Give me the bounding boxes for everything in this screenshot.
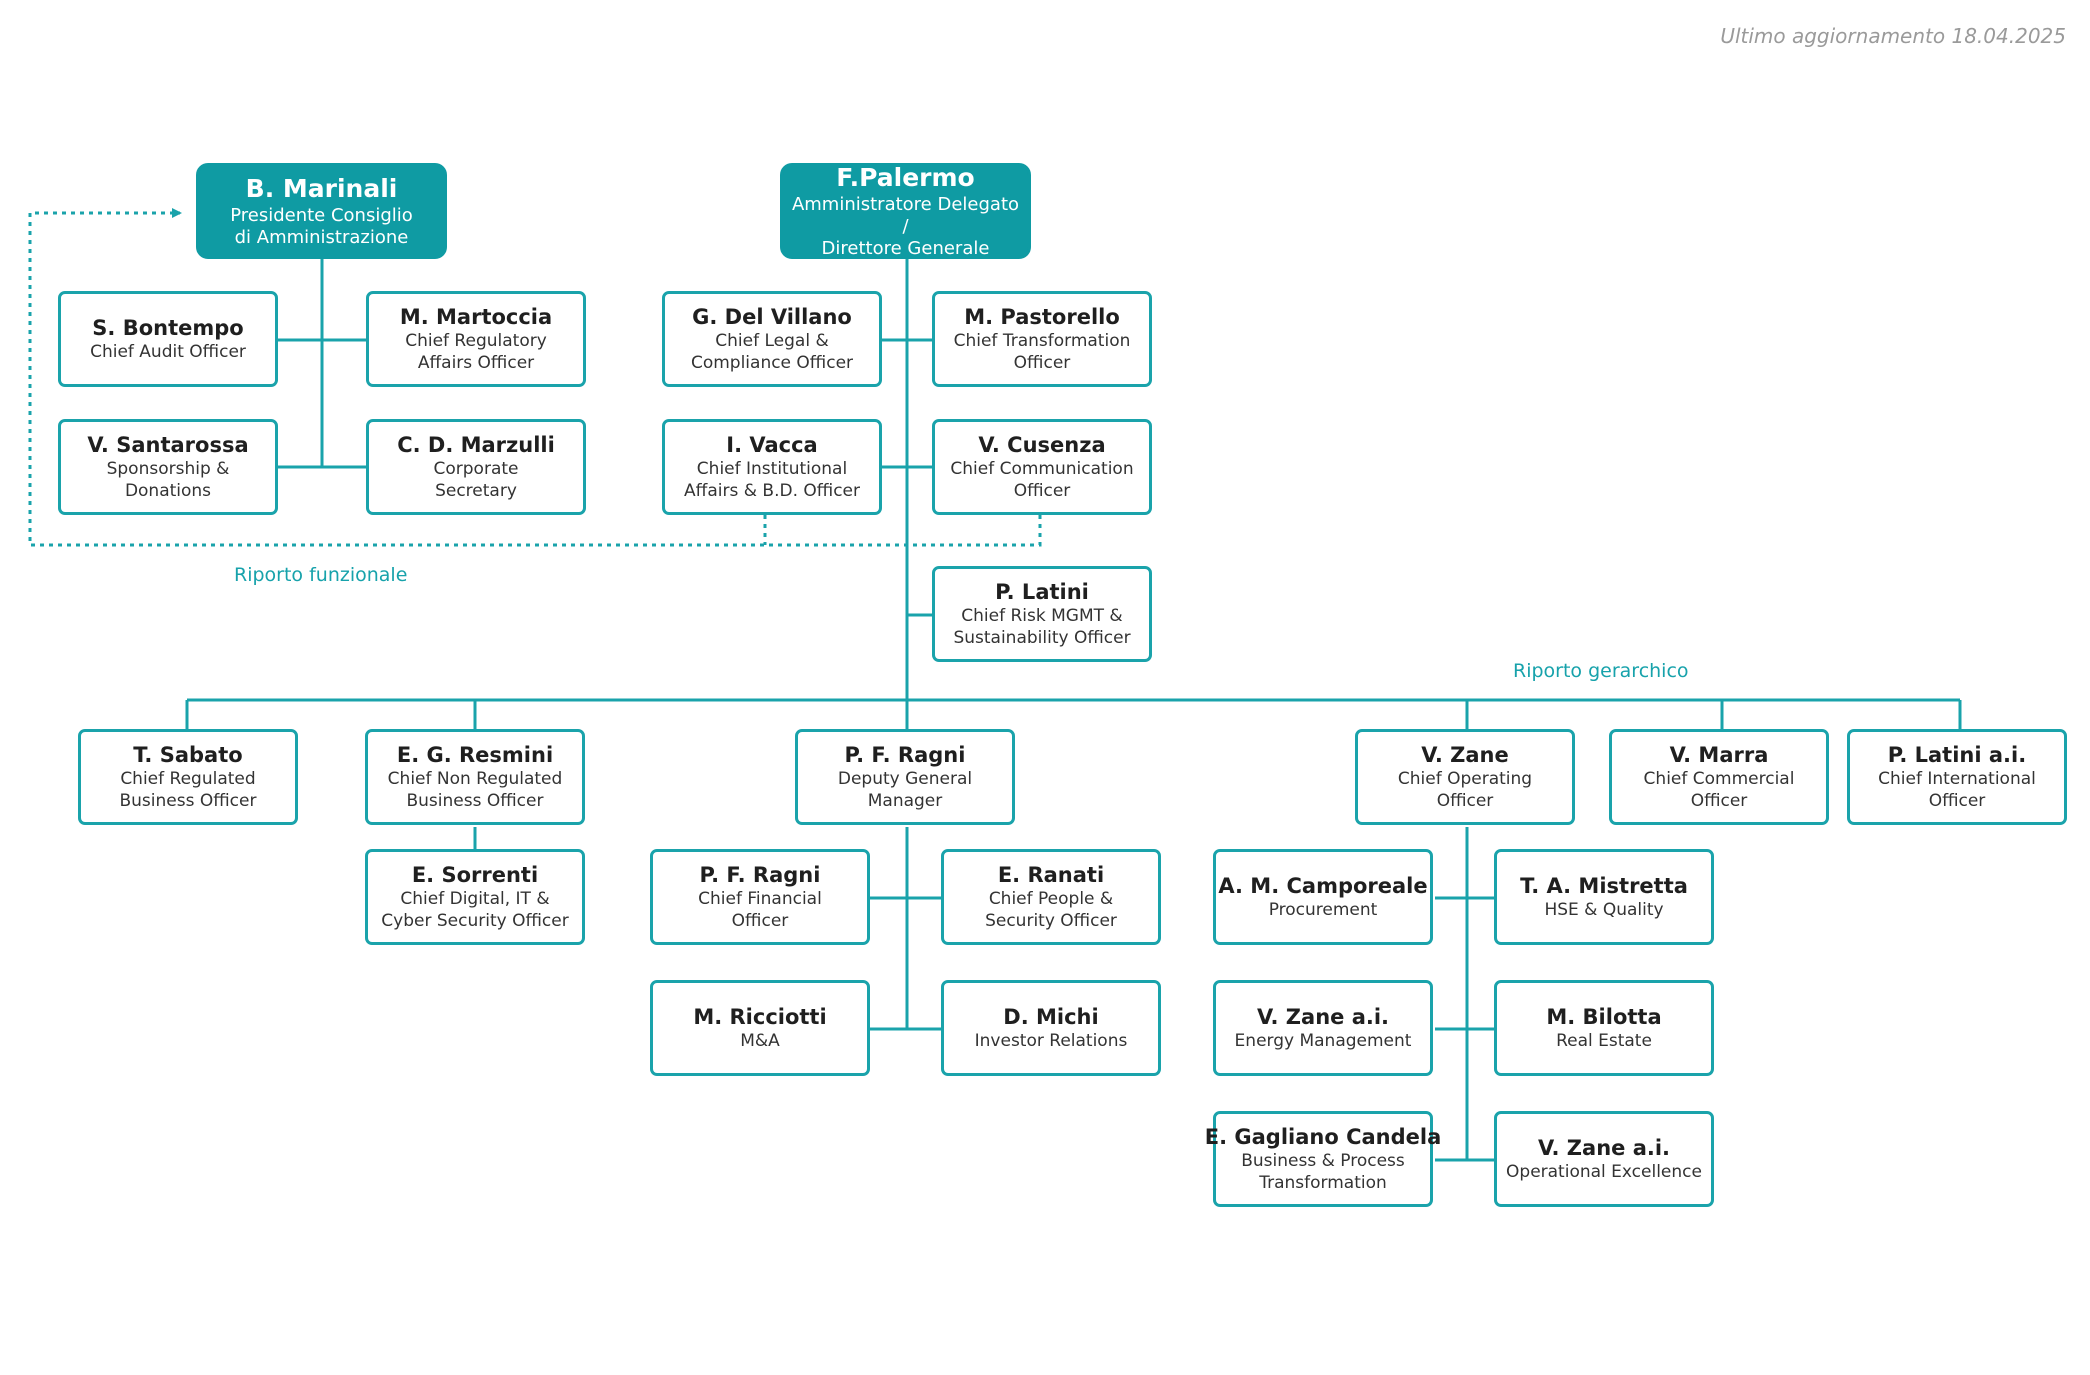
- name: D. Michi: [1003, 1005, 1099, 1029]
- role: Chief Commercial Officer: [1643, 769, 1795, 811]
- name: M. Bilotta: [1546, 1005, 1662, 1029]
- role: Chief Digital, IT & Cyber Security Offic…: [381, 889, 569, 931]
- name: V. Marra: [1669, 743, 1769, 767]
- name: V. Cusenza: [978, 433, 1106, 457]
- name: M. Ricciotti: [693, 1005, 827, 1029]
- role: Chief Legal & Compliance Officer: [690, 331, 854, 373]
- name: I. Vacca: [726, 433, 818, 457]
- name: P. F. Ragni: [699, 863, 821, 887]
- role: Chief Regulated Business Officer: [119, 769, 257, 811]
- role: Chief Communication Officer: [950, 459, 1134, 501]
- box-marra[interactable]: V. Marra Chief Commercial Officer: [1609, 729, 1829, 825]
- role: Chief Operating Officer: [1397, 769, 1533, 811]
- name: V. Zane: [1421, 743, 1509, 767]
- role: HSE & Quality: [1544, 900, 1664, 920]
- role: Energy Management: [1234, 1031, 1412, 1051]
- name: M. Martoccia: [399, 305, 553, 329]
- role: Deputy General Manager: [837, 769, 973, 811]
- box-marzulli[interactable]: C. D. Marzulli Corporate Secretary: [366, 419, 586, 515]
- role: Presidente Consiglio di Amministrazione: [230, 205, 413, 248]
- role: Chief Risk MGMT & Sustainability Officer: [953, 606, 1131, 648]
- box-ragni[interactable]: P. F. Ragni Deputy General Manager: [795, 729, 1015, 825]
- role: Real Estate: [1556, 1031, 1652, 1051]
- role: Procurement: [1268, 900, 1378, 920]
- box-sabato[interactable]: T. Sabato Chief Regulated Business Offic…: [78, 729, 298, 825]
- box-pastorello[interactable]: M. Pastorello Chief Transformation Offic…: [932, 291, 1152, 387]
- dotted-functional-line: [28, 208, 1042, 547]
- role: Business & Process Transformation: [1241, 1151, 1405, 1193]
- last-update-text: Ultimo aggiornamento 18.04.2025: [1720, 24, 2066, 48]
- box-zane-opex[interactable]: V. Zane a.i. Operational Excellence: [1494, 1111, 1714, 1207]
- role: Investor Relations: [974, 1031, 1128, 1051]
- label-riporto-funzionale: Riporto funzionale: [234, 564, 408, 586]
- name: E. Ranati: [997, 863, 1105, 887]
- name: T. A. Mistretta: [1520, 874, 1688, 898]
- name: S. Bontempo: [92, 316, 244, 340]
- box-sorrenti[interactable]: E. Sorrenti Chief Digital, IT & Cyber Se…: [365, 849, 585, 945]
- box-michi[interactable]: D. Michi Investor Relations: [941, 980, 1161, 1076]
- name: V. Zane a.i.: [1537, 1136, 1671, 1160]
- name: P. Latini a.i.: [1887, 743, 2027, 767]
- box-zane[interactable]: V. Zane Chief Operating Officer: [1355, 729, 1575, 825]
- box-latini-ai[interactable]: P. Latini a.i. Chief International Offic…: [1847, 729, 2067, 825]
- name: T. Sabato: [133, 743, 243, 767]
- box-martoccia[interactable]: M. Martoccia Chief Regulatory Affairs Of…: [366, 291, 586, 387]
- name: M. Pastorello: [964, 305, 1120, 329]
- name: E. Gagliano Candela: [1204, 1125, 1442, 1149]
- box-palermo[interactable]: F.Palermo Amministratore Delegato / Dire…: [780, 163, 1031, 259]
- name: A. M. Camporeale: [1218, 874, 1428, 898]
- box-bontempo[interactable]: S. Bontempo Chief Audit Officer: [58, 291, 278, 387]
- name: C. D. Marzulli: [397, 433, 555, 457]
- box-bilotta[interactable]: M. Bilotta Real Estate: [1494, 980, 1714, 1076]
- box-mistretta[interactable]: T. A. Mistretta HSE & Quality: [1494, 849, 1714, 945]
- role: Chief People & Security Officer: [985, 889, 1117, 931]
- name: V. Zane a.i.: [1256, 1005, 1390, 1029]
- box-gagliano[interactable]: E. Gagliano Candela Business & Process T…: [1205, 1111, 1441, 1207]
- role: Sponsorship & Donations: [106, 459, 230, 501]
- name: E. G. Resmini: [396, 743, 554, 767]
- name: B. Marinali: [245, 174, 398, 203]
- name: E. Sorrenti: [411, 863, 539, 887]
- name: F.Palermo: [836, 163, 975, 192]
- role: Chief Financial Officer: [698, 889, 822, 931]
- role: Chief International Officer: [1878, 769, 2036, 811]
- role: M&A: [740, 1031, 780, 1051]
- name: P. F. Ragni: [844, 743, 966, 767]
- role: Chief Audit Officer: [90, 342, 246, 362]
- role: Chief Institutional Affairs & B.D. Offic…: [684, 459, 860, 501]
- box-resmini[interactable]: E. G. Resmini Chief Non Regulated Busine…: [365, 729, 585, 825]
- role: Chief Transformation Officer: [953, 331, 1131, 373]
- name: P. Latini: [995, 580, 1089, 604]
- role: Operational Excellence: [1506, 1162, 1702, 1182]
- label-riporto-gerarchico: Riporto gerarchico: [1513, 660, 1689, 682]
- box-ricciotti[interactable]: M. Ricciotti M&A: [650, 980, 870, 1076]
- box-latini[interactable]: P. Latini Chief Risk MGMT & Sustainabili…: [932, 566, 1152, 662]
- role: Amministratore Delegato / Direttore Gene…: [791, 194, 1020, 259]
- box-vacca[interactable]: I. Vacca Chief Institutional Affairs & B…: [662, 419, 882, 515]
- box-marinali[interactable]: B. Marinali Presidente Consiglio di Ammi…: [196, 163, 447, 259]
- box-cusenza[interactable]: V. Cusenza Chief Communication Officer: [932, 419, 1152, 515]
- box-camporeale[interactable]: A. M. Camporeale Procurement: [1213, 849, 1433, 945]
- box-zane-energy[interactable]: V. Zane a.i. Energy Management: [1213, 980, 1433, 1076]
- box-santarossa[interactable]: V. Santarossa Sponsorship & Donations: [58, 419, 278, 515]
- name: V. Santarossa: [87, 433, 249, 457]
- name: G. Del Villano: [692, 305, 852, 329]
- box-ranati[interactable]: E. Ranati Chief People & Security Office…: [941, 849, 1161, 945]
- role: Chief Regulatory Affairs Officer: [405, 331, 547, 373]
- role: Corporate Secretary: [433, 459, 519, 501]
- box-delvillano[interactable]: G. Del Villano Chief Legal & Compliance …: [662, 291, 882, 387]
- box-ragni-cfo[interactable]: P. F. Ragni Chief Financial Officer: [650, 849, 870, 945]
- role: Chief Non Regulated Business Officer: [387, 769, 563, 811]
